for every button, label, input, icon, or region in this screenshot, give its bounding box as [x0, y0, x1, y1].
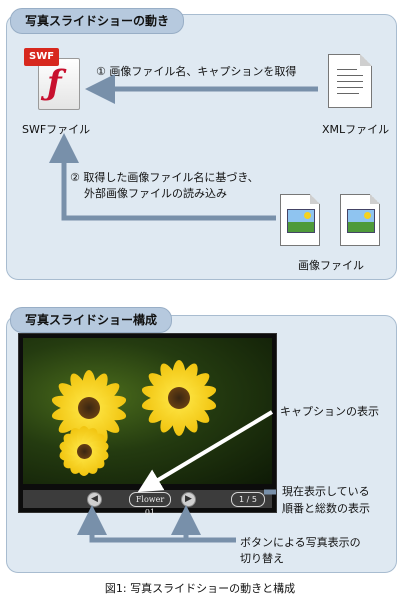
doc-line: [337, 69, 357, 70]
step1-label: ① 画像ファイル名、キャプションを取得: [96, 65, 297, 78]
doc-line: [337, 87, 363, 88]
doc-line: [337, 81, 363, 82]
swf-tag: SWF: [24, 48, 60, 66]
buttons-annotation-line1: ボタンによる写真表示の: [240, 536, 361, 549]
step2-label-line1: ② 取得した画像ファイル名に基づき、: [70, 171, 259, 184]
prev-arrow-icon: ◀: [91, 494, 98, 504]
flower-center: [167, 386, 191, 410]
image-file-label: 画像ファイル: [298, 259, 364, 272]
doc-line: [337, 93, 359, 94]
buttons-annotation-line2: 切り替え: [240, 552, 284, 565]
xml-document-icon: [328, 54, 372, 108]
slideshow-frame: ◀ Flower 01 ▶ 1 / 5: [18, 333, 277, 517]
control-bar: ◀ Flower 01 ▶ 1 / 5: [23, 490, 272, 517]
counter-annotation-line2: 順番と総数の表示: [282, 502, 370, 515]
structure-section-title: 写真スライドショー構成: [10, 307, 173, 333]
counter-annotation-line1: 現在表示している: [282, 485, 370, 498]
image-thumbnail: [347, 209, 375, 233]
next-button[interactable]: ▶: [181, 492, 196, 507]
image-thumbnail: [287, 209, 315, 233]
image-file-icon: [280, 194, 320, 246]
flow-section-title: 写真スライドショーの動き: [10, 8, 185, 34]
swf-file-icon: SWF: [24, 48, 86, 112]
step2-label-line2: 外部画像ファイルの読み込み: [84, 187, 227, 200]
doc-line: [337, 75, 363, 76]
caption-display: Flower 01: [129, 492, 171, 517]
xml-file-label: XMLファイル: [322, 123, 390, 136]
prev-button[interactable]: ◀: [87, 492, 102, 507]
sun-icon: [364, 212, 371, 219]
sun-icon: [304, 212, 311, 219]
swf-page: [38, 58, 80, 110]
flower: [140, 360, 218, 436]
swf-file-label: SWFファイル: [22, 123, 91, 136]
flower: [58, 425, 110, 477]
flower-center: [77, 396, 101, 420]
slideshow-photo: [23, 338, 272, 484]
flower-center: [76, 443, 92, 459]
image-file-icon: [340, 194, 380, 246]
caption-annotation: キャプションの表示: [280, 405, 379, 418]
next-arrow-icon: ▶: [185, 494, 192, 504]
position-counter: 1 / 5: [231, 492, 265, 507]
figure-caption: 図1: 写真スライドショーの動きと構成: [104, 582, 296, 595]
